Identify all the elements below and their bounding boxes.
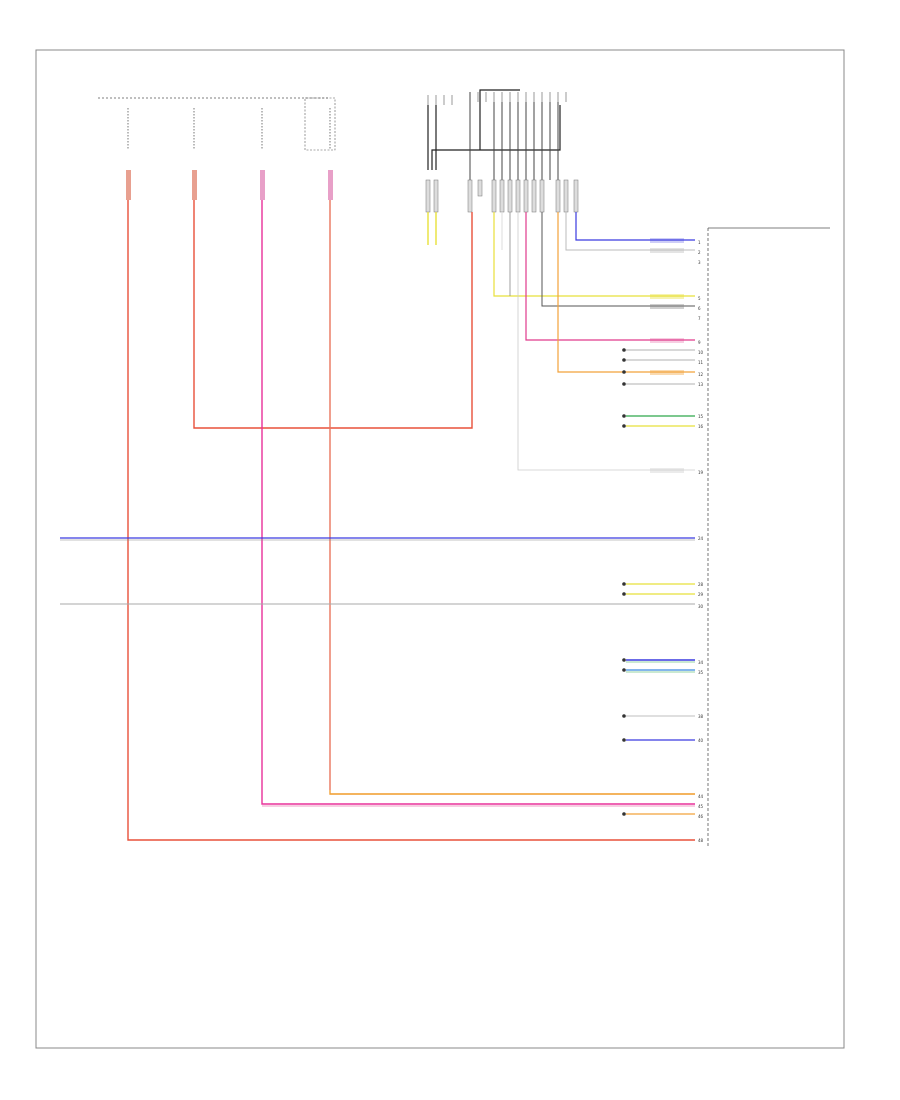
- svg-text:6: 6: [698, 306, 701, 311]
- svg-text:35: 35: [698, 670, 704, 675]
- svg-text:40: 40: [698, 738, 704, 743]
- svg-text:15: 15: [698, 414, 704, 419]
- wire-red-f1: [127, 200, 695, 841]
- right-module-box: [304, 97, 336, 151]
- svg-text:7: 7: [698, 316, 701, 321]
- svg-text:34: 34: [698, 660, 704, 665]
- svg-text:5: 5: [698, 296, 701, 301]
- svg-text:1: 1: [698, 240, 701, 245]
- svg-text:11: 11: [698, 360, 704, 365]
- diagram-frame: [35, 49, 845, 1049]
- svg-text:19: 19: [698, 470, 704, 475]
- fuse-block: [98, 97, 336, 151]
- svg-text:38: 38: [698, 714, 704, 719]
- svg-text:3: 3: [698, 260, 701, 265]
- svg-text:12: 12: [698, 372, 704, 377]
- wire-orange-f4: [329, 200, 695, 795]
- connector-stack: [425, 89, 579, 245]
- svg-text:24: 24: [698, 536, 704, 541]
- svg-text:46: 46: [698, 814, 704, 819]
- wire-tags: [650, 238, 684, 473]
- svg-text:2: 2: [698, 250, 701, 255]
- svg-text:30: 30: [698, 604, 704, 609]
- wire-red-f2: [193, 200, 473, 429]
- black-bundle: [427, 89, 561, 170]
- mid-connectors: [622, 348, 695, 816]
- svg-text:28: 28: [698, 582, 704, 587]
- svg-text:9: 9: [698, 340, 701, 345]
- svg-text:13: 13: [698, 382, 704, 387]
- svg-text:16: 16: [698, 424, 704, 429]
- left-wires: [60, 537, 695, 605]
- wire-pink-f3: [261, 200, 695, 805]
- svg-text:10: 10: [698, 350, 704, 355]
- svg-text:44: 44: [698, 794, 704, 799]
- svg-text:45: 45: [698, 804, 704, 809]
- svg-text:48: 48: [698, 838, 704, 843]
- svg-text:29: 29: [698, 592, 704, 597]
